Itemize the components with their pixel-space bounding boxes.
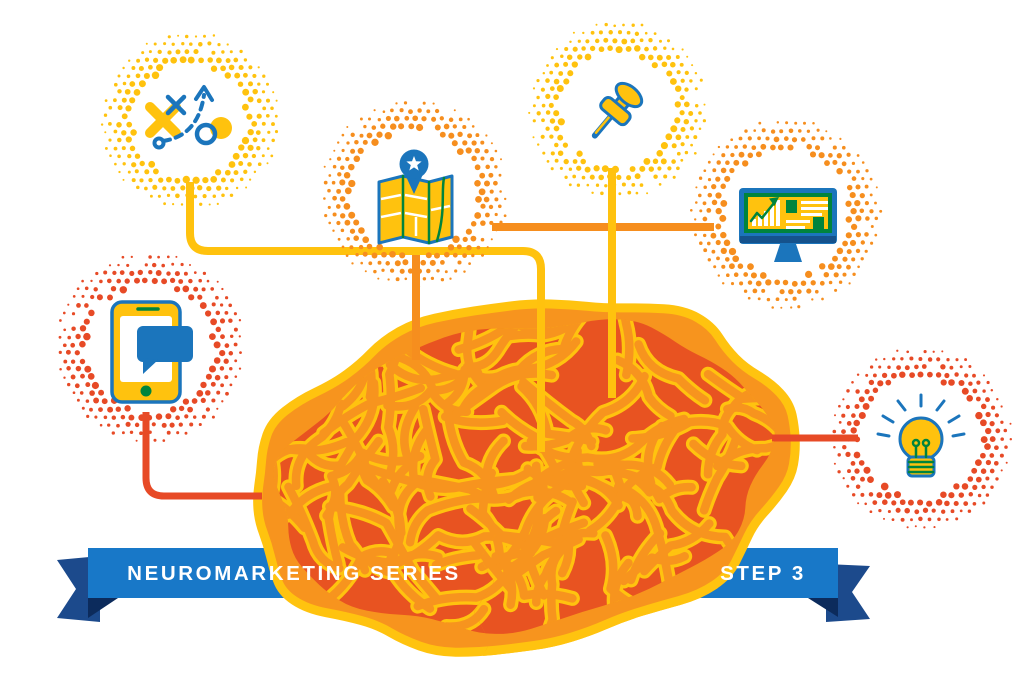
- connector-phone: [142, 412, 262, 500]
- banner-right-label: STEP 3: [720, 562, 806, 585]
- game-plan-icon: [145, 85, 232, 150]
- halftone-ring-strategy: [100, 34, 279, 206]
- halftone-ring-monitor: [690, 121, 883, 309]
- home-button-icon: [140, 385, 152, 397]
- connector-lines: [142, 168, 858, 500]
- ribbon-right-fold: [808, 598, 838, 617]
- halftone-ring-map: [323, 101, 507, 288]
- ribbon-left-fold: [88, 598, 118, 618]
- halftone-ring-phone: [58, 255, 242, 442]
- monitor-stand: [774, 244, 802, 262]
- halftone-ring-pushpin: [528, 22, 707, 196]
- banner-labels: NEUROMARKETING SERIES STEP 3: [127, 562, 806, 585]
- pushpin-icon: [591, 81, 644, 139]
- star-icon: [406, 156, 422, 171]
- halftone-ring-lightbulb: [828, 349, 1012, 529]
- lightbulb-icon: [876, 393, 966, 478]
- monitor-text-lines: [786, 200, 828, 229]
- analytics-monitor-icon: [739, 188, 837, 262]
- chat-bubble-icon: [137, 326, 193, 374]
- banner-left-label: NEUROMARKETING SERIES: [127, 562, 461, 585]
- icons-layer: [110, 81, 966, 478]
- bar-chart-icon: [749, 197, 780, 226]
- connector-strategy: [186, 182, 545, 452]
- halftone-rings: [58, 22, 1012, 529]
- smartphone-message-icon: [110, 300, 193, 404]
- map-with-pin-icon: [377, 149, 454, 245]
